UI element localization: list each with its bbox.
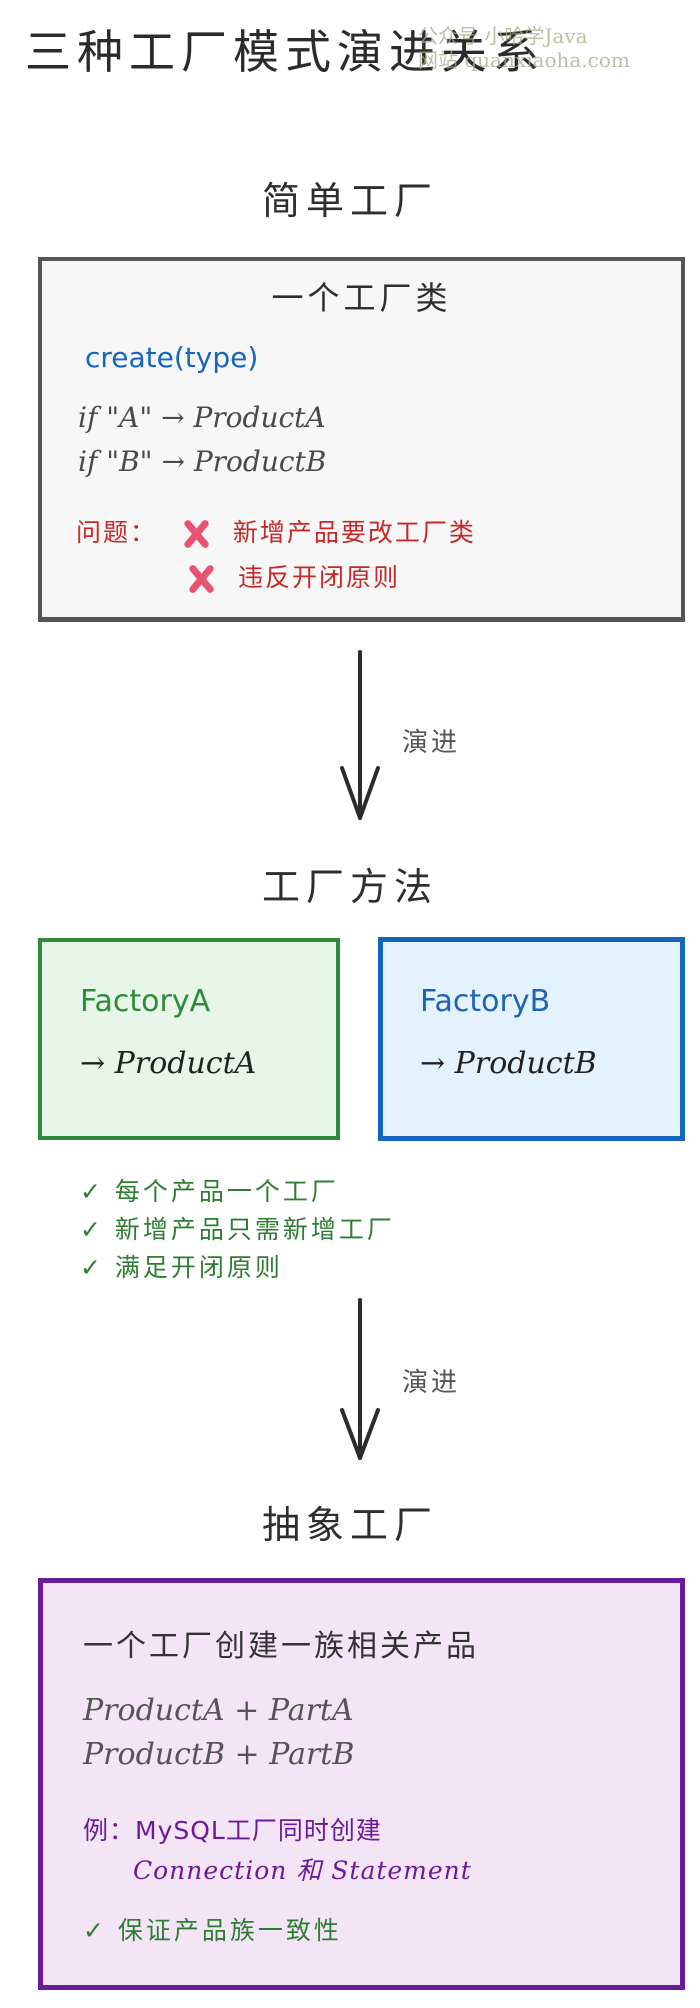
product-family-line-b: ProductB + PartB	[83, 1737, 355, 1772]
evolve-label-1: 演进	[402, 728, 461, 758]
problem-row-2: 违反开闭原则	[186, 558, 400, 594]
factory-b-product: → ProductB	[420, 1046, 597, 1081]
factory-a-product: → ProductA	[80, 1046, 257, 1081]
factory-a-name: FactoryA	[80, 984, 211, 1019]
down-arrow-icon	[340, 650, 380, 820]
diagram-title: 三种工厂模式演进关系	[25, 25, 545, 79]
down-arrow-icon	[340, 1298, 380, 1460]
problem-text: 违反开闭原则	[237, 563, 400, 592]
evolve-label-2: 演进	[402, 1368, 461, 1398]
benefit-item: ✓ 新增产品只需新增工厂	[80, 1215, 395, 1244]
simple-factory-heading: 一个工厂类	[271, 279, 452, 317]
section-title-factory-method: 工厂方法	[261, 865, 438, 909]
problem-label: 问题：	[76, 518, 158, 547]
cross-mark-icon	[186, 564, 216, 594]
abstract-factory-benefit: ✓ 保证产品族一致性	[83, 1916, 342, 1945]
benefit-item: ✓ 每个产品一个工厂	[80, 1177, 339, 1206]
section-title-abstract-factory: 抽象工厂	[261, 1503, 438, 1547]
watermark-line-2: 网站 quanxiaoha.com	[418, 48, 630, 72]
watermark: 公众号 小哈学Java 网站 quanxiaoha.com	[418, 24, 678, 72]
factory-b-box: FactoryB → ProductB	[378, 937, 685, 1141]
factory-b-name: FactoryB	[420, 984, 551, 1019]
code-line-b: if "B" → ProductB	[78, 445, 327, 478]
example-line-1: 例：MySQL工厂同时创建	[83, 1816, 382, 1845]
problem-row-1: 问题： 新增产品要改工厂类	[76, 513, 476, 549]
problem-text: 新增产品要改工厂类	[232, 518, 476, 547]
create-method: create(type)	[85, 341, 259, 374]
abstract-factory-box: 一个工厂创建一族相关产品 ProductA + PartA ProductB +…	[38, 1578, 685, 1990]
cross-mark-icon	[181, 519, 211, 549]
section-title-simple-factory: 简单工厂	[261, 179, 438, 223]
factory-a-box: FactoryA → ProductA	[38, 938, 340, 1140]
code-line-a: if "A" → ProductA	[78, 401, 326, 434]
simple-factory-box: 一个工厂类 create(type) if "A" → ProductA if …	[38, 257, 685, 622]
product-family-line-a: ProductA + PartA	[83, 1693, 354, 1728]
benefit-item: ✓ 满足开闭原则	[80, 1253, 283, 1282]
watermark-line-1: 公众号 小哈学Java	[418, 24, 588, 48]
abstract-factory-heading: 一个工厂创建一族相关产品	[83, 1629, 479, 1664]
example-line-2: Connection 和 Statement	[133, 1856, 472, 1885]
